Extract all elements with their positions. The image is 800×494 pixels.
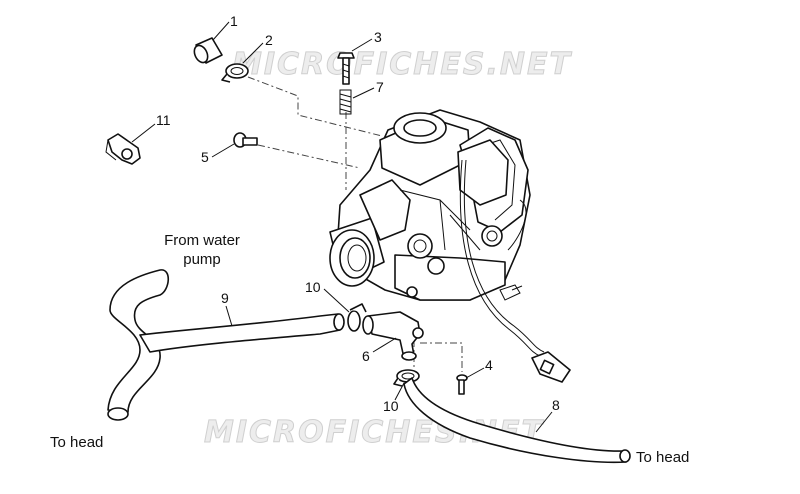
part-elbow-fitting: [362, 311, 424, 361]
callouts: 1 2 3 7 11 5 10 9 6 4 10 8: [131, 13, 560, 433]
part-clip-top: [221, 63, 249, 83]
part-small-screw: [233, 132, 258, 148]
label-from-water-pump: From water: [164, 232, 240, 249]
callout-10-upper: 10: [305, 279, 321, 295]
electrical-connector: [531, 351, 571, 383]
callout-10-lower: 10: [383, 398, 399, 414]
callout-8: 8: [552, 397, 560, 413]
part-clip-lower: [393, 369, 420, 387]
part-screw: [337, 52, 355, 85]
assembly-lines: [247, 76, 463, 372]
carburetor: [329, 109, 545, 357]
hose-from-water-pump: [107, 269, 345, 421]
part-clamp: [105, 133, 141, 165]
part-spring: [339, 89, 352, 115]
part-clip-fitting: [347, 303, 367, 332]
label-to-head-right: To head: [636, 449, 689, 466]
watermark-top: MICROFICHES.NET: [232, 47, 573, 82]
label-from-water-pump-2: pump: [183, 251, 221, 268]
callout-1: 1: [230, 13, 238, 29]
callout-6: 6: [362, 348, 370, 364]
label-to-head-left: To head: [50, 434, 103, 451]
callout-9: 9: [221, 290, 229, 306]
callout-2: 2: [265, 32, 273, 48]
callout-5: 5: [201, 149, 209, 165]
callout-7: 7: [376, 79, 384, 95]
hose-to-head-right: [403, 377, 631, 464]
callout-3: 3: [374, 29, 382, 45]
part-cap: [193, 37, 223, 64]
callout-4: 4: [485, 357, 493, 373]
part-bolt: [456, 374, 468, 395]
callout-11: 11: [156, 112, 171, 128]
